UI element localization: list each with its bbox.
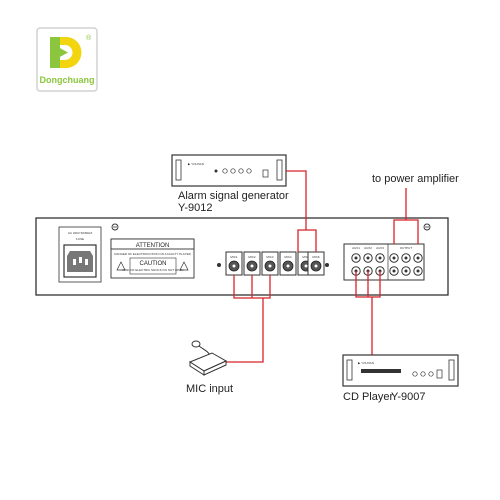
alarm-generator-body xyxy=(171,154,287,187)
mic-head xyxy=(191,340,201,348)
cd-player-device: ▶ YOUNAN xyxy=(342,354,459,387)
mic-jack-label: MIC4 xyxy=(284,255,291,259)
cd-button-1 xyxy=(412,371,418,377)
power-socket-label: AC 220V 50/60HZ xyxy=(68,231,93,235)
cd-brand-mark: ▶ YOUNAN xyxy=(358,361,374,365)
logo-brand-text: Dongchuang xyxy=(40,75,95,85)
panel-screw-mic-right xyxy=(325,263,329,267)
logo-d-bowl xyxy=(60,37,82,68)
caution-box xyxy=(129,257,177,275)
rack-screw-left xyxy=(111,223,119,231)
mic-jack-label: MIC5 xyxy=(302,255,309,259)
cd-power-switch xyxy=(436,369,443,379)
mic-jack-label: MIC3 xyxy=(266,255,273,259)
iec-pin-earth xyxy=(79,257,82,263)
caution-title: CAUTION xyxy=(140,261,167,267)
mic-base-side xyxy=(203,360,227,376)
attention-title: ATTENTION xyxy=(136,243,170,249)
fuse-label: FUSE xyxy=(76,237,84,241)
signal-wiring xyxy=(222,170,419,363)
alarm-handle-left xyxy=(175,159,182,181)
mic-jack-label: MIC2 xyxy=(248,255,255,259)
microphone-icon xyxy=(188,340,228,376)
aux1-label: AUX1 xyxy=(352,246,360,250)
exclamation-warning-icon xyxy=(179,261,189,271)
caution-text: RISK OF ELECTRIC SHOCK DO NOT OPEN xyxy=(123,268,184,272)
logo-d-stem xyxy=(50,37,60,68)
cd-disc-tray xyxy=(361,369,401,373)
rack-screw-right xyxy=(423,223,431,231)
rca-terminal-block: AUX1 AUX2 AUX3 OUTPUT xyxy=(343,243,425,281)
danger-text: DANGER OF ELECTROCUTION ON A FAULTY PLAY… xyxy=(114,252,191,256)
cd-button-2 xyxy=(420,371,426,377)
alarm-generator-title: Alarm signal generator xyxy=(178,190,289,202)
cd-handle-right xyxy=(448,359,455,381)
power-amplifier-label: to power amplifier xyxy=(372,173,459,185)
mic-jack-6: MIC6 xyxy=(307,251,325,276)
alarm-knob-2 xyxy=(230,168,236,174)
panel-screw-mic-left xyxy=(217,263,221,267)
alarm-knob-4 xyxy=(246,168,252,174)
mic-input-label: MIC input xyxy=(186,383,233,395)
alarm-knob-3 xyxy=(238,168,244,174)
alarm-handle-right xyxy=(276,159,283,181)
ac-power-socket: AC 220V 50/60HZ FUSE xyxy=(58,226,102,283)
power-socket-frame xyxy=(58,226,102,283)
mic-jack-label: MIC1 xyxy=(230,255,237,259)
mic-jack-label: MIC6 xyxy=(312,255,319,259)
mic-jack-1: MIC1 xyxy=(225,251,243,276)
wire-alarm-to-mic6 xyxy=(306,229,317,252)
dongchuang-logo: ® Dongchuang xyxy=(36,27,98,92)
alarm-knob-1 xyxy=(222,168,228,174)
aux3-label: AUX3 xyxy=(376,246,384,250)
alarm-generator-model: Y-9012 xyxy=(178,202,212,214)
cd-button-3 xyxy=(428,371,434,377)
attention-bar xyxy=(110,238,195,250)
mic-jack-3: MIC3 xyxy=(261,251,279,276)
cd-player-model: Y-9007 xyxy=(391,391,425,403)
cd-player-title: CD Player xyxy=(343,391,393,403)
alarm-power-switch xyxy=(262,169,269,178)
wire-to-microphone xyxy=(222,298,264,363)
iec-pin-right xyxy=(85,259,88,265)
cd-handle-left xyxy=(346,359,353,381)
aux2-label: AUX2 xyxy=(364,246,372,250)
output-jacks xyxy=(389,253,423,276)
alarm-indicator-led xyxy=(214,169,218,173)
logo-d-arrow xyxy=(58,47,68,58)
logo-registered: ® xyxy=(86,34,92,42)
logo-frame xyxy=(36,27,98,92)
iec-pin-left xyxy=(73,259,76,265)
alarm-generator-device: ▶ YOUNAN Alarm signal generator Y-9012 xyxy=(171,154,289,214)
amplifier-rear-panel: AC 220V 50/60HZ FUSE ATTENTION DANGER OF… xyxy=(35,217,449,296)
output-label: OUTPUT xyxy=(400,246,413,250)
mic-jack-4: MIC4 xyxy=(279,251,297,276)
alarm-brand-mark: ▶ YOUNAN xyxy=(188,162,204,166)
shock-warning-icon xyxy=(116,261,126,271)
warning-label: ATTENTION DANGER OF ELECTROCUTION ON A F… xyxy=(110,238,195,279)
mic-jack-2: MIC2 xyxy=(243,251,261,276)
